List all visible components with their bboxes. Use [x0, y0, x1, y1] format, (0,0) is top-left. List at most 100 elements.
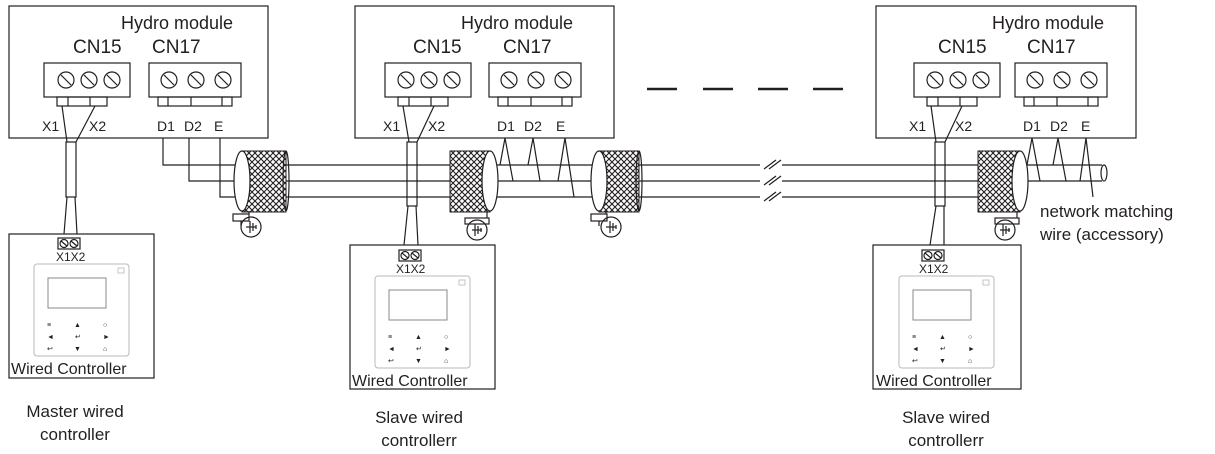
caption-master: Master wired controller: [26, 402, 123, 444]
svg-text:▼: ▼: [415, 358, 422, 365]
cn17-label: CN17: [152, 37, 201, 58]
terminal-d1-label: D1: [497, 118, 515, 134]
caption-slave-1: Slave wired controllerr: [375, 408, 463, 450]
wired-controller-icon: ≡▲○ ◄↵► ↩▼⌂: [898, 275, 995, 369]
cable-shield-2: [449, 150, 499, 213]
ground-symbol-icon: [994, 211, 1020, 241]
svg-text:►: ►: [444, 346, 451, 353]
cn15-label: CN15: [413, 37, 462, 58]
wired-controller-label: Wired Controller: [876, 373, 992, 390]
terminal-x1-label: X1: [383, 118, 400, 134]
cable-shield-1: [233, 150, 290, 213]
cable-shield-4: [977, 150, 1029, 213]
caption-slave-2: Slave wired controllerr: [902, 408, 990, 450]
controller-terminal-label: X1X2: [919, 262, 949, 276]
cn15-terminal-block: [384, 62, 472, 107]
terminal-d2-label: D2: [1050, 118, 1068, 134]
cn15-terminal-block: [43, 62, 131, 107]
screw-terminal-icon: [1053, 71, 1071, 89]
cn17-terminal-block: [1014, 62, 1108, 107]
screw-terminal-icon: [949, 71, 967, 89]
svg-text:≡: ≡: [388, 334, 392, 341]
wired-controller-icon: ≡ ▲ ○ ◄ ↵ ► ↩ ▼ ⌂: [374, 275, 471, 369]
svg-text:◄: ◄: [912, 346, 919, 353]
terminal-d2-label: D2: [524, 118, 542, 134]
terminal-e-label: E: [1081, 118, 1090, 134]
caption-slave-line2: controllerr: [381, 431, 457, 450]
cn15-label: CN15: [73, 37, 122, 58]
screw-terminal-icon: [527, 71, 545, 89]
screw-terminal-icon: [80, 71, 98, 89]
network-matching-wire-label: network matching wire (accessory): [1039, 202, 1173, 244]
svg-text:◄: ◄: [47, 334, 54, 341]
hydro-module-3: Hydro module CN15 CN17 X1 X2 D1 D2 E: [875, 5, 1137, 139]
wired-controller-label: Wired Controller: [11, 361, 127, 378]
caption-slave-line1: Slave wired: [375, 408, 463, 427]
svg-text:▲: ▲: [415, 334, 422, 341]
ground-symbol-icon: [464, 211, 490, 241]
svg-text:►: ►: [103, 334, 110, 341]
svg-text:○: ○: [444, 334, 448, 341]
svg-text:↵: ↵: [940, 346, 946, 353]
controller-terminal-label: X1X2: [396, 262, 426, 276]
terminal-e-label: E: [556, 118, 565, 134]
cn15-label: CN15: [938, 37, 987, 58]
controller-terminal-label: X1X2: [56, 250, 86, 264]
ground-symbol-icon: [232, 211, 262, 238]
controller-cable-3: [929, 105, 963, 246]
wired-controller-3: X1X2 ≡▲○ ◄↵► ↩▼⌂ Wired Controller: [872, 244, 1022, 390]
terminal-d1-label: D1: [157, 118, 175, 134]
svg-text:○: ○: [968, 334, 972, 341]
hydro-module-title: Hydro module: [461, 13, 573, 33]
wired-controller-2: X1X2 ≡▲○ ◄↵► ↩▼⌂ Wired Controller: [349, 244, 496, 390]
svg-text:⌂: ⌂: [103, 346, 107, 353]
controller-terminal-icon: [398, 249, 422, 262]
cn17-terminal-block: [148, 62, 242, 107]
svg-text:≡: ≡: [912, 334, 916, 341]
terminal-x2-label: X2: [955, 118, 972, 134]
caption-master-line2: controller: [40, 425, 110, 444]
caption-slave-line2: controllerr: [908, 431, 984, 450]
screw-terminal-icon: [554, 71, 572, 89]
svg-text:↩: ↩: [388, 358, 394, 365]
screw-terminal-icon: [57, 71, 75, 89]
screw-terminal-icon: [187, 71, 205, 89]
terminal-e-label: E: [214, 118, 223, 134]
caption-master-line1: Master wired: [26, 402, 123, 421]
svg-text:⌂: ⌂: [444, 358, 448, 365]
hydro-module-title: Hydro module: [121, 13, 233, 33]
svg-text:▲: ▲: [939, 334, 946, 341]
network-wire-line2: wire (accessory): [1039, 225, 1164, 244]
cable-shield-3: [590, 150, 643, 213]
cn17-label: CN17: [503, 37, 552, 58]
svg-text:▼: ▼: [74, 346, 81, 353]
svg-text:≡: ≡: [47, 322, 51, 329]
network-wire-line1: network matching: [1040, 202, 1173, 221]
screw-terminal-icon: [443, 71, 461, 89]
svg-text:▼: ▼: [939, 358, 946, 365]
screw-terminal-icon: [1080, 71, 1098, 89]
hydro-module-2: Hydro module CN15 CN17 X1 X2 D1 D2 E: [354, 5, 615, 139]
screw-terminal-icon: [926, 71, 944, 89]
network-bus-wires: [162, 137, 1108, 202]
hydro-module-1: Hydro module CN15 CN17 X1 X2 D1 D2 E: [8, 5, 269, 139]
svg-text:►: ►: [968, 346, 975, 353]
svg-text:↩: ↩: [912, 358, 918, 365]
svg-text:○: ○: [103, 322, 107, 329]
screw-terminal-icon: [420, 71, 438, 89]
svg-text:◄: ◄: [388, 346, 395, 353]
ground-symbol-icon: [590, 211, 622, 238]
cn17-terminal-block: [488, 62, 582, 107]
svg-text:▲: ▲: [74, 322, 81, 329]
cn17-label: CN17: [1027, 37, 1076, 58]
screw-terminal-icon: [972, 71, 990, 89]
controller-terminal-icon: [57, 237, 81, 250]
svg-text:↵: ↵: [416, 346, 422, 353]
caption-slave-line1: Slave wired: [902, 408, 990, 427]
controller-terminal-icon: [921, 249, 945, 262]
screw-terminal-icon: [397, 71, 415, 89]
controller-cable-1: [61, 105, 96, 235]
hydro-module-title: Hydro module: [992, 13, 1104, 33]
wired-controller-icon: ≡▲○ ◄↵► ↩▼⌂: [33, 263, 130, 357]
wired-controller-1: X1X2 ≡▲○ ◄↵► ↩▼⌂ Wired Controller: [8, 233, 155, 379]
